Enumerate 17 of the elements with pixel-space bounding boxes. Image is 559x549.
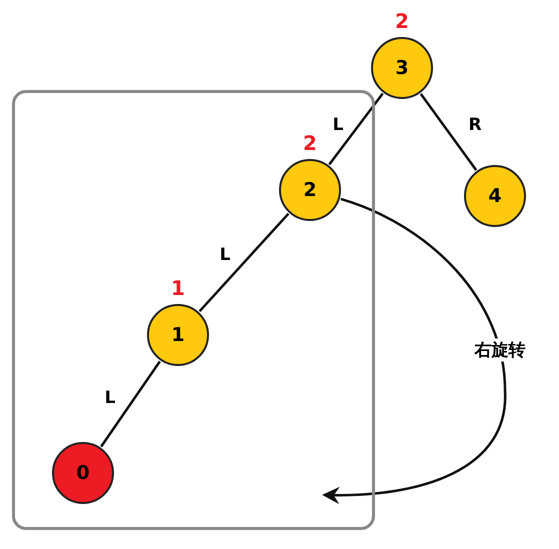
tree-node <box>147 304 209 366</box>
tree-edge <box>100 360 161 448</box>
tree-edge <box>420 93 478 171</box>
rotation-arrow <box>322 198 506 504</box>
group-frame <box>12 90 375 530</box>
tree-node <box>279 159 341 221</box>
balance-factor: 2 <box>303 131 317 155</box>
tree-edge <box>198 212 290 312</box>
tree-edge <box>328 92 384 166</box>
node-key: 4 <box>488 185 502 207</box>
node-key: 2 <box>303 179 317 201</box>
node-key: 1 <box>171 324 185 346</box>
rotation-label: 右旋转 <box>472 338 528 362</box>
node-key: 0 <box>76 462 90 484</box>
node-key: 3 <box>395 57 409 79</box>
balance-factor: 1 <box>171 276 185 300</box>
balance-factor: 2 <box>395 9 409 33</box>
